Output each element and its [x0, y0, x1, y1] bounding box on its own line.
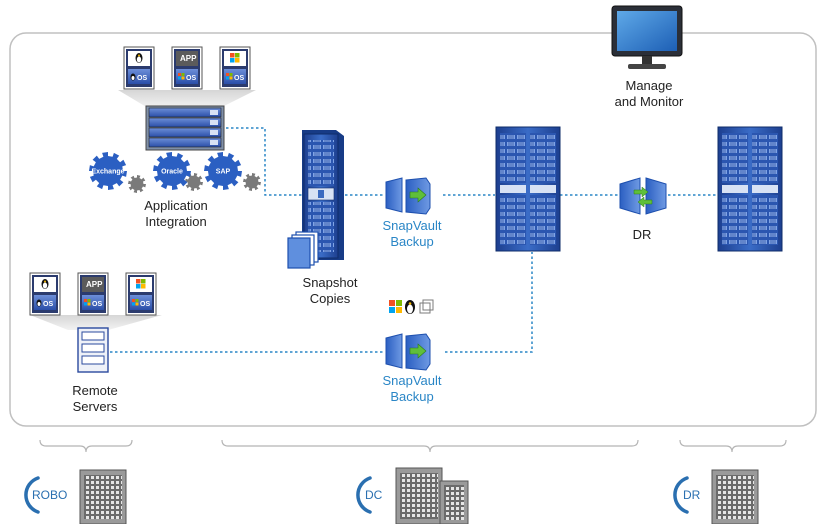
- os-label: OS: [234, 75, 244, 82]
- app-integration-line-1: Application: [144, 198, 208, 213]
- windows-icon: [178, 73, 185, 80]
- gear-label: SAP: [216, 169, 231, 176]
- snapshot-copies-label: Snapshot Copies: [282, 275, 378, 307]
- app-label: APP: [180, 54, 197, 63]
- dc-bracket: [221, 439, 639, 453]
- snapvault-to-dc-vertical-line: [445, 252, 533, 353]
- remote-servers-line-1: Remote: [72, 383, 118, 398]
- windows-icon: [136, 279, 146, 289]
- snapvault-bottom-line-2: Backup: [390, 389, 434, 404]
- os-label: OS: [43, 301, 53, 308]
- snapvault-top-line-1: SnapVault: [382, 218, 442, 233]
- gear-label: Oracle: [161, 169, 183, 176]
- gear-icon: Exchange: [89, 152, 127, 190]
- tier-label-dc: DC: [365, 488, 383, 502]
- gear-icon: Oracle: [153, 152, 191, 190]
- dr-arc: [673, 476, 689, 514]
- gear-icon: [185, 173, 203, 191]
- snapshot-icon: [287, 231, 319, 269]
- snapvault-bottom-label: SnapVault Backup: [364, 373, 460, 405]
- server-rack-icon: [77, 327, 109, 373]
- linux-icon: [405, 300, 415, 314]
- building-icon: [439, 480, 469, 524]
- dr-bracket: [679, 439, 787, 453]
- tier-label-robo: ROBO: [32, 488, 68, 502]
- gear-icon: [243, 173, 261, 191]
- app-os-cards: OS APP OS OS: [123, 46, 251, 90]
- remote-servers-label: Remote Servers: [50, 383, 140, 415]
- app-integration-label: Application Integration: [128, 198, 224, 230]
- dr-mirror-icon: [619, 177, 667, 215]
- robo-bracket: [39, 439, 133, 453]
- building-icon: [79, 469, 127, 524]
- storage-cabinet-icon: [717, 126, 783, 252]
- remote-os-cards: OS APP OS OS: [29, 272, 157, 316]
- tier-arcs: [24, 476, 689, 514]
- snapshot-copies-line-2: Copies: [309, 291, 351, 306]
- monitor-icon: [611, 5, 683, 69]
- storage-cabinet-icon: [495, 126, 561, 252]
- snapvault-icon: [385, 177, 431, 215]
- os-label: OS: [137, 75, 147, 82]
- manage-monitor-line-1: Manage: [625, 78, 673, 93]
- snapvault-top-label: SnapVault Backup: [364, 218, 460, 250]
- building-icon: [395, 467, 443, 524]
- app-label: APP: [86, 280, 103, 289]
- os-card-app: APP OS: [77, 272, 109, 316]
- os-label: OS: [92, 301, 102, 308]
- os-card-linux: OS: [29, 272, 61, 316]
- snapvault-bottom-line-1: SnapVault: [382, 373, 442, 388]
- remote-cone-shadow: [30, 315, 162, 330]
- dc-arc: [356, 476, 372, 514]
- linux-icon: [36, 299, 42, 307]
- os-card-windows: OS: [219, 46, 251, 90]
- gear-label: Exchange: [91, 169, 124, 176]
- server-rack-icon: [145, 105, 225, 151]
- linux-icon: [135, 53, 143, 63]
- gear-icon: [128, 175, 146, 193]
- os-label: OS: [186, 75, 196, 82]
- windows-icon: [389, 300, 402, 313]
- manage-monitor-line-2: and Monitor: [614, 94, 684, 109]
- windows-icon: [84, 299, 91, 306]
- gear-icon: SAP: [204, 152, 242, 190]
- snapvault-icon: [385, 333, 431, 371]
- os-card-linux: OS: [123, 46, 155, 90]
- snapshot-copies-line-1: Snapshot: [302, 275, 358, 290]
- environment-frame: [9, 32, 817, 427]
- linux-icon: [130, 73, 136, 81]
- app-to-snapshot-line: [226, 127, 302, 196]
- connector-lines: [110, 127, 718, 353]
- os-card-windows: OS: [125, 272, 157, 316]
- robo-arc: [24, 476, 40, 514]
- windows-icon: [226, 73, 233, 80]
- windows-icon: [132, 299, 139, 306]
- manage-monitor-label: Manage and Monitor: [604, 78, 694, 110]
- os-card-app: APP OS: [171, 46, 203, 90]
- remote-servers-line-2: Servers: [72, 399, 118, 414]
- app-cone-shadow: [118, 90, 256, 108]
- dr-center-label: DR: [632, 227, 652, 242]
- vmware-icon: [419, 299, 434, 314]
- tier-brackets: [39, 439, 787, 453]
- linux-icon: [41, 279, 49, 289]
- tier-label-dr: DR: [683, 488, 701, 502]
- app-integration-line-2: Integration: [145, 214, 207, 229]
- gear-row: Exchange Oracle SAP: [89, 152, 261, 193]
- windows-icon: [230, 53, 240, 63]
- snapvault-top-line-2: Backup: [390, 234, 434, 249]
- building-icon: [711, 469, 759, 524]
- os-label: OS: [140, 301, 150, 308]
